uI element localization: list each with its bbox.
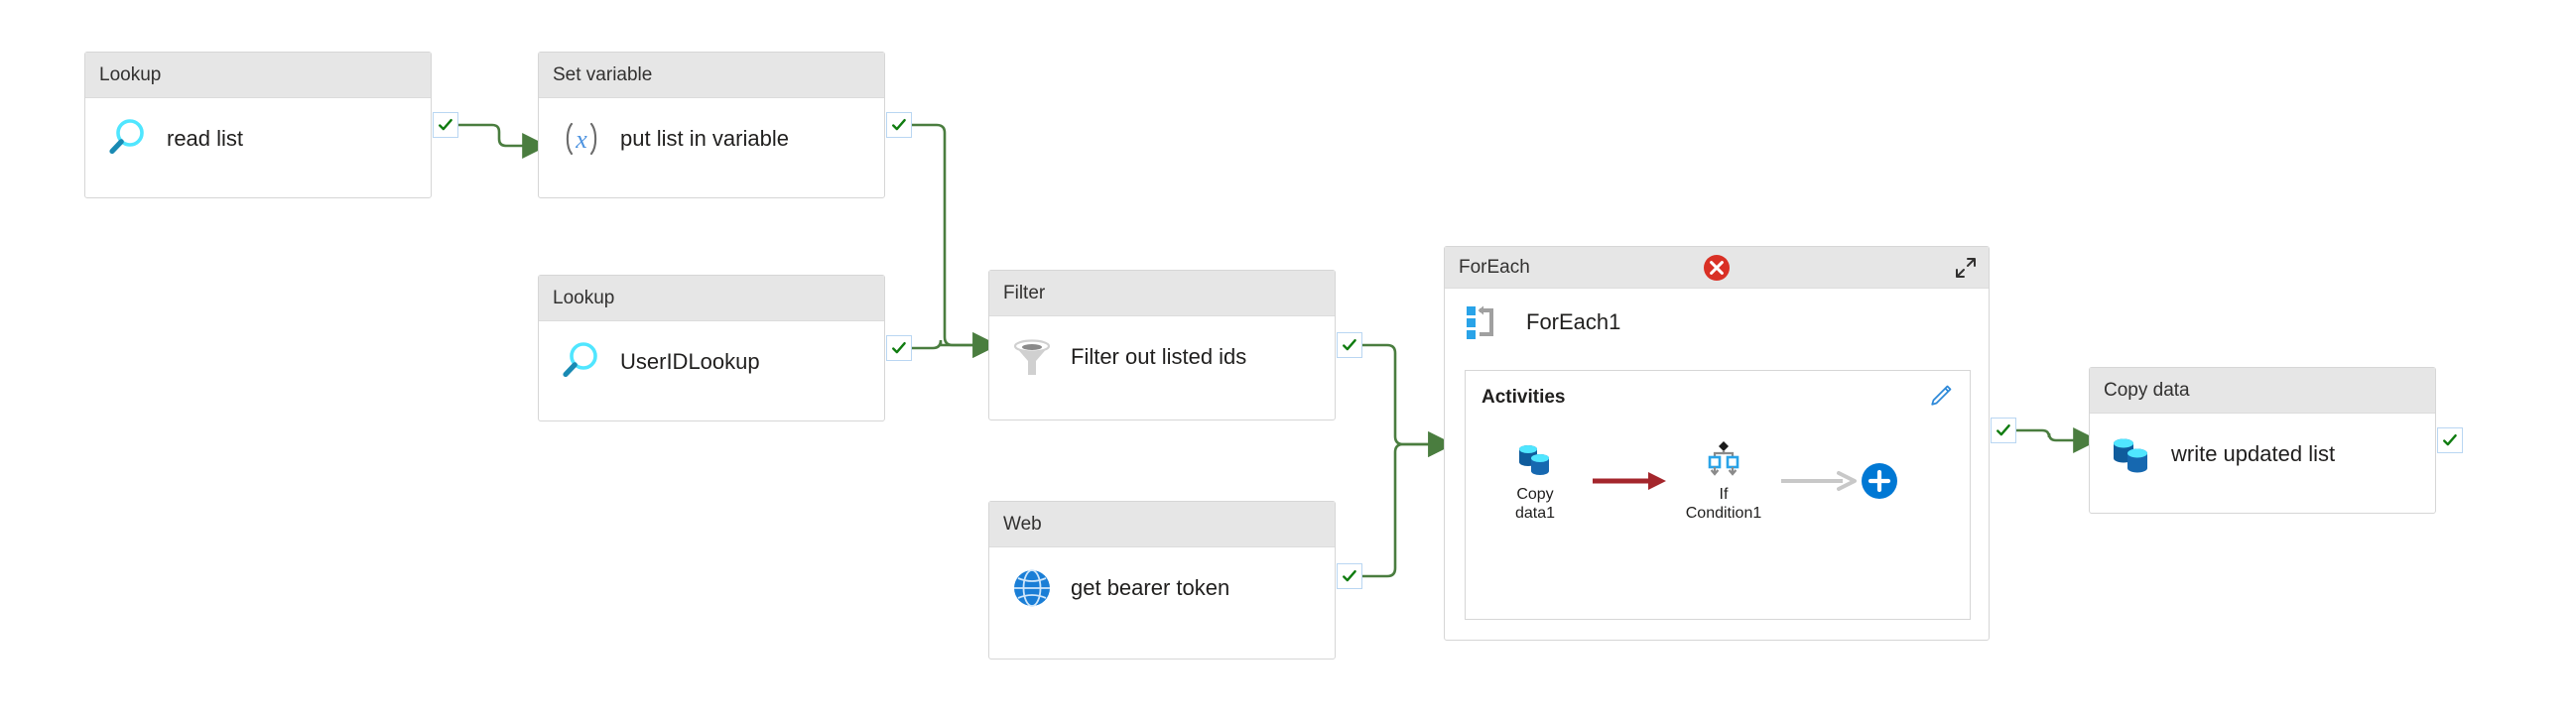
check-icon [439,119,452,131]
activity-name: put list in variable [620,126,789,151]
check-icon [2443,434,2457,446]
mini-activity-copy-data1[interactable]: Copy data1 [1481,439,1589,523]
magnifier-icon [105,116,151,162]
funnel-icon [1009,334,1055,380]
activity-card-get-bearer-token[interactable]: Web get bearer token [988,501,1336,660]
activity-card-read-list[interactable]: Lookup read list [84,52,432,198]
add-activity-button[interactable] [1859,460,1900,502]
activity-type-label: Filter [1003,283,1046,303]
foreach-name: ForEach1 [1526,309,1621,334]
activity-name: Filter out listed ids [1071,344,1247,369]
activity-card-filter-out-listed-ids[interactable]: Filter Filter out listed ids [988,270,1336,420]
activity-card-body: read list [85,98,431,197]
activities-panel-title: Activities [1481,387,1566,408]
activity-card-header: Filter [989,271,1335,316]
activity-type-label: Set variable [553,64,653,85]
activity-name: write updated list [2171,441,2336,466]
activities-panel[interactable]: Activities [1465,370,1971,620]
edge-filter-foreach [1362,343,1455,457]
mini-activity-label: Copy data1 [1514,486,1556,522]
check-icon [1343,570,1356,582]
activity-card-body: write updated list [2090,414,2435,513]
activity-type-label: Copy data [2104,380,2190,401]
activity-card-header: Set variable [539,53,884,98]
edge-foreach-copydata [2016,427,2100,453]
foreach-title-row: ForEach1 [1465,302,1620,342]
error-circle-x-icon[interactable] [1702,253,1732,283]
check-icon [892,119,906,131]
activity-name: read list [167,126,244,151]
foreach-type-label: ForEach [1459,257,1530,278]
activity-name: get bearer token [1071,575,1230,600]
edge-useridlookup-filter [912,332,999,358]
activity-card-body: get bearer token [989,547,1335,659]
status-stub-read-list[interactable] [433,112,458,138]
globe-icon [1009,565,1055,611]
pencil-icon[interactable] [1928,383,1954,409]
activity-name: UserIDLookup [620,349,760,374]
activity-type-label: Lookup [553,288,615,308]
activities-flow: Copy data1 [1466,426,1970,536]
mini-activity-label: If Condition1 [1685,486,1762,522]
edge-setvariable-filter [912,123,999,358]
set-variable-x-icon: x [559,116,604,162]
status-stub-foreach[interactable] [1991,418,2016,443]
activity-card-header: Web [989,502,1335,547]
activity-card-header: Lookup [85,53,431,98]
foreach-container-header: ForEach [1445,247,1989,289]
activity-card-put-list-in-variable[interactable]: Set variable x put list in variable [538,52,885,198]
if-condition-icon [1703,439,1744,481]
activity-type-label: Web [1003,514,1042,535]
magnifier-icon [559,339,604,385]
status-stub-put-list-in-variable[interactable] [886,112,912,138]
activity-type-label: Lookup [99,64,162,85]
check-icon [1343,339,1356,351]
edge-web-foreach [1362,431,1455,578]
mini-connector-red [1589,466,1670,496]
activity-card-header: Copy data [2090,368,2435,414]
foreach-loop-icon [1465,302,1504,342]
status-stub-write-updated-list[interactable] [2437,427,2463,453]
copy-data-icon [1514,439,1556,481]
status-stub-filter-out-listed-ids[interactable] [1337,332,1362,358]
activity-card-body: x put list in variable [539,98,884,197]
edge-readlist-setvariable [458,123,549,159]
status-stub-userid-lookup[interactable] [886,335,912,361]
activity-card-body: UserIDLookup [539,321,884,420]
status-stub-get-bearer-token[interactable] [1337,563,1362,589]
foreach-container[interactable]: ForEach [1444,246,1990,641]
check-icon [1996,424,2010,436]
mini-activity-if-condition1[interactable]: If Condition1 [1670,439,1777,523]
activity-card-userid-lookup[interactable]: Lookup UserIDLookup [538,275,885,421]
activity-card-write-updated-list[interactable]: Copy data write updated list [2089,367,2436,514]
activity-card-header: Lookup [539,276,884,321]
activity-card-body: Filter out listed ids [989,316,1335,420]
svg-text:x: x [575,125,587,154]
collapse-diagonal-icon[interactable] [1953,255,1979,281]
copy-data-icon [2110,431,2155,477]
check-icon [892,342,906,354]
mini-connector-grey [1777,466,1859,496]
